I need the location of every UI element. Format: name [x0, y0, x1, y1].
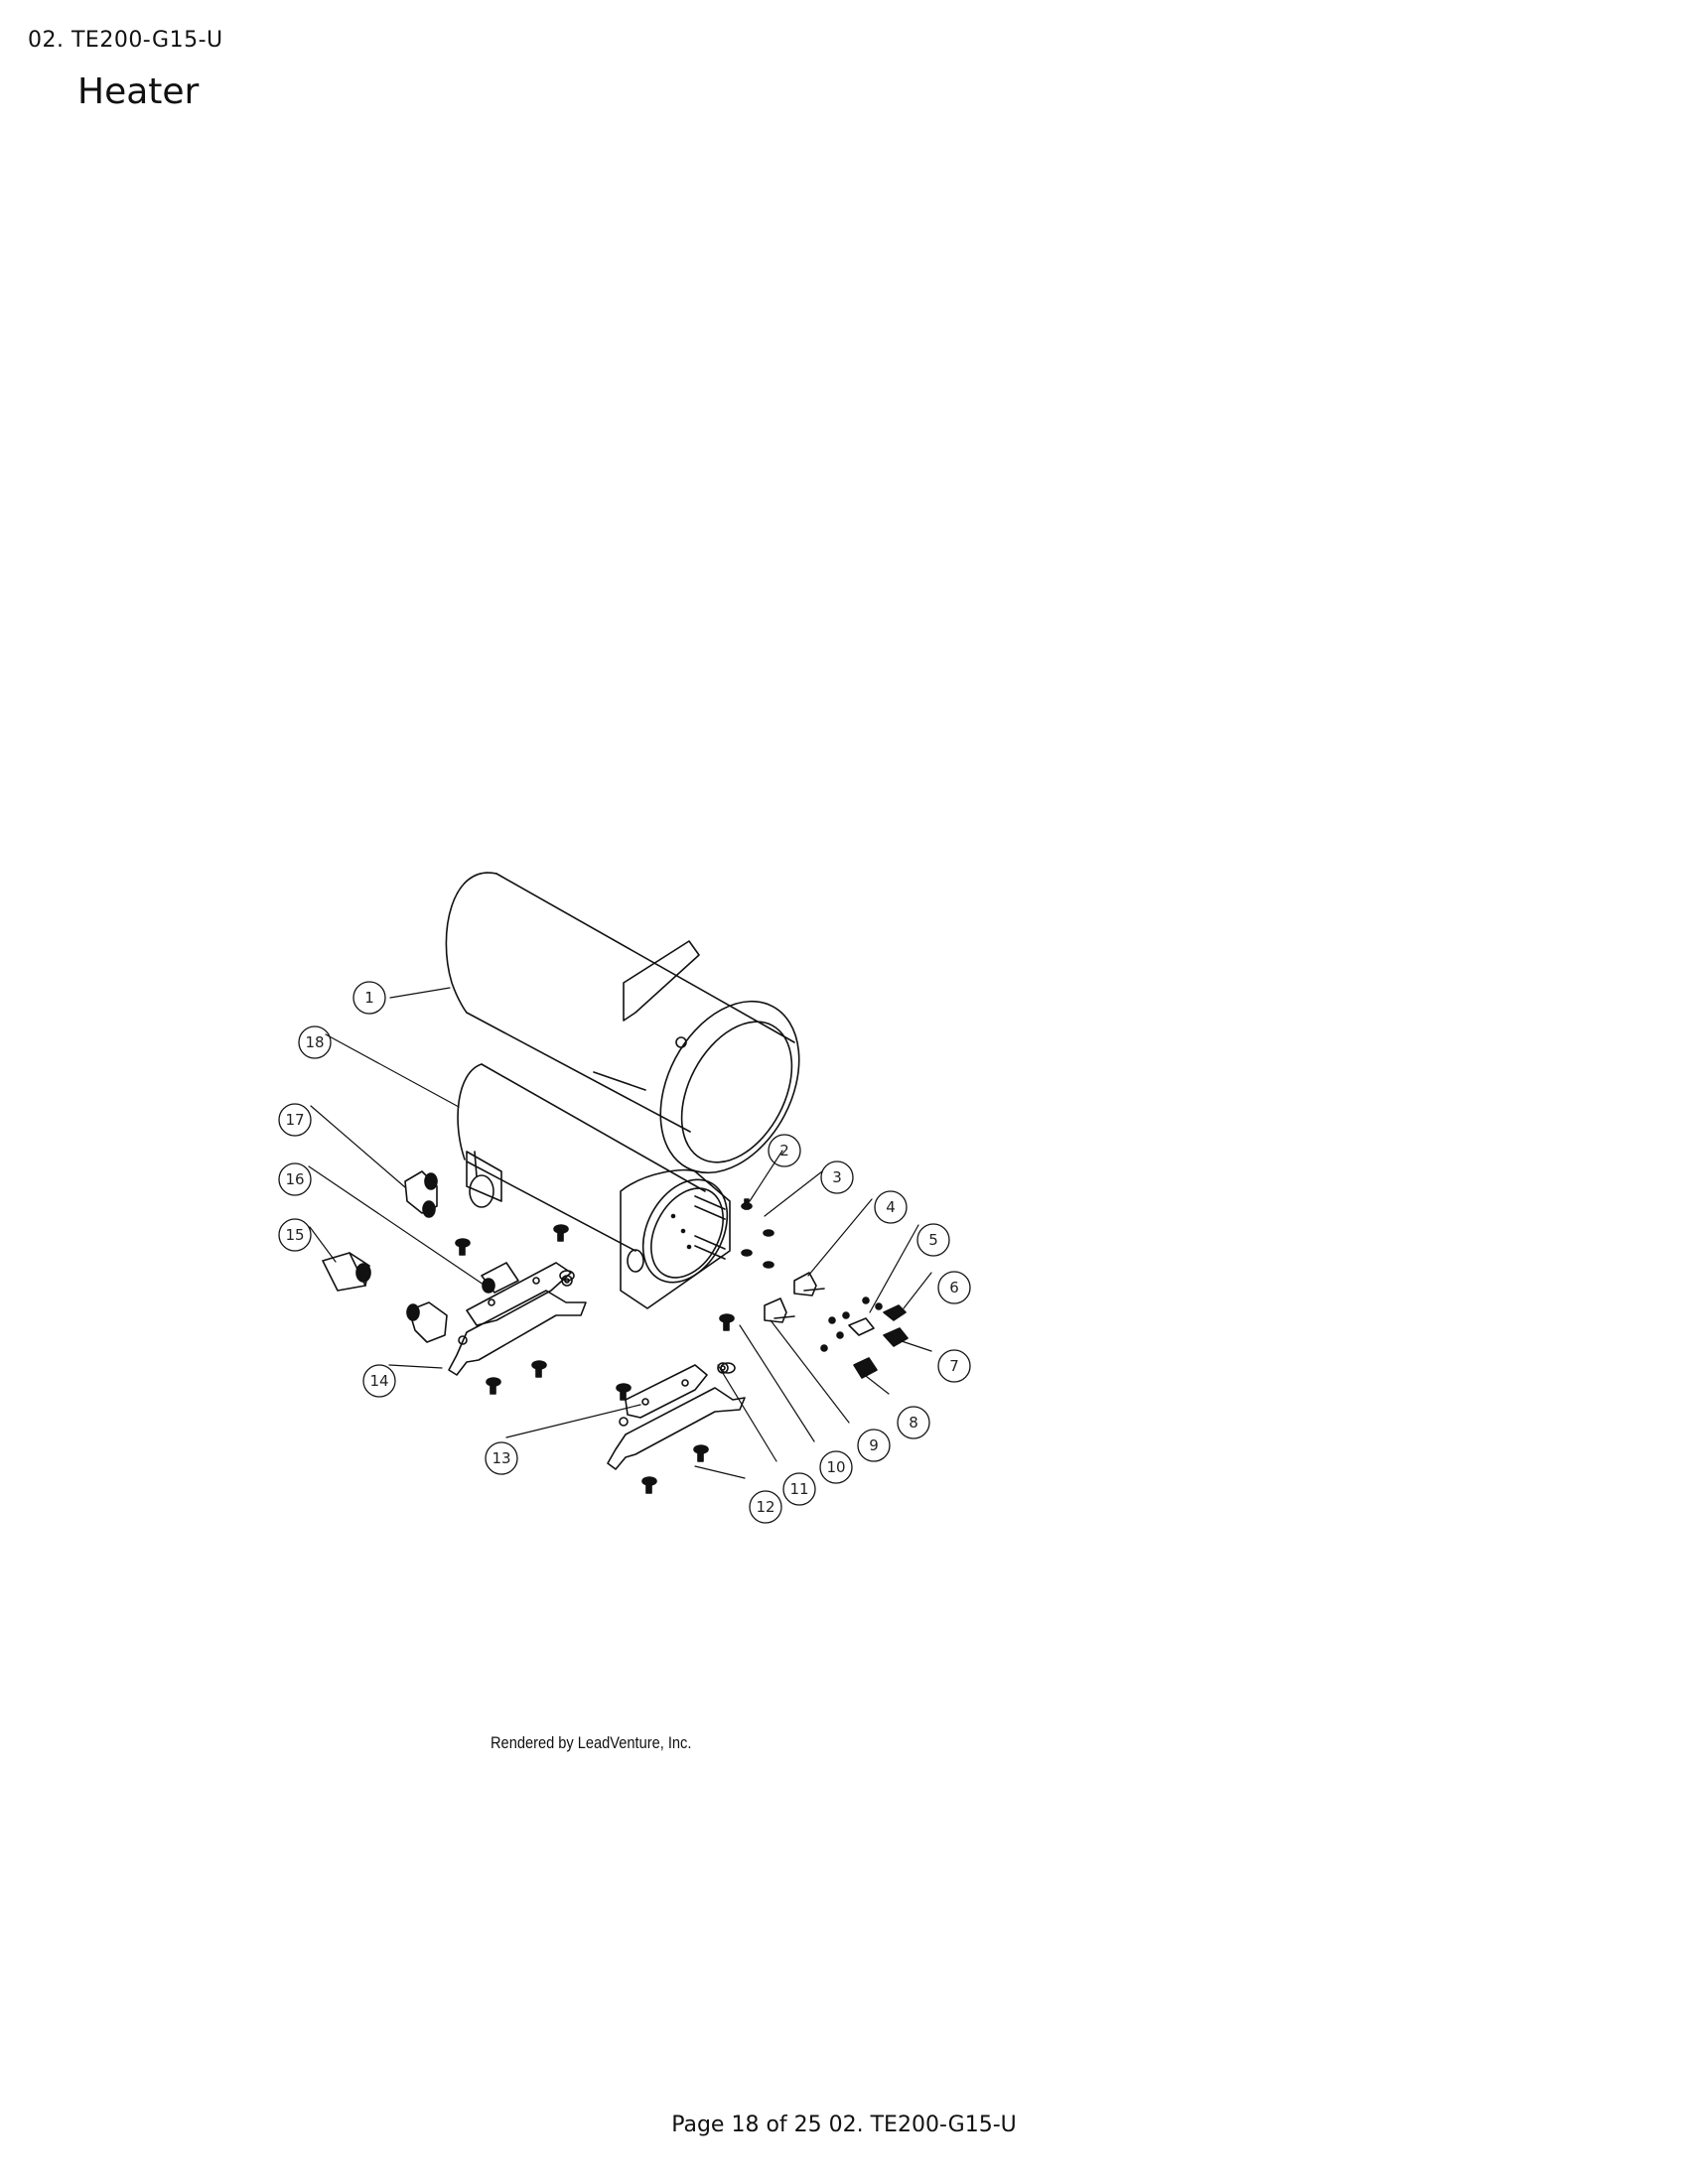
callout-circle-1	[352, 981, 386, 1015]
callout-circle-18	[298, 1025, 332, 1059]
callout-label: 18	[305, 1033, 324, 1051]
document-code: 02. TE200-G15-U	[28, 28, 223, 53]
callout-circle-4	[874, 1190, 908, 1224]
callout-label: 1	[364, 989, 374, 1007]
callout-label: 17	[285, 1111, 304, 1129]
callout-label: 14	[369, 1372, 388, 1390]
callout-circle-10	[819, 1450, 853, 1484]
page-footer: Page 18 of 25 02. TE200-G15-U	[671, 2113, 1017, 2137]
callout-label: 6	[949, 1279, 959, 1297]
callout-label: 15	[285, 1226, 304, 1244]
callout-label: 3	[832, 1168, 842, 1186]
callout-labels: 1 2 3 4 5 6 7 8 9 10 11 12 13 14 15 16 1…	[285, 989, 958, 1516]
part-4-clip	[793, 1272, 825, 1297]
callout-circle-9	[857, 1429, 891, 1462]
callout-circle-11	[782, 1472, 816, 1506]
part-8-terminal	[853, 1357, 878, 1379]
part-9-clip	[764, 1297, 795, 1323]
callout-label: 8	[909, 1414, 918, 1432]
callout-circle-14	[362, 1364, 396, 1398]
callout-circle-2	[768, 1134, 801, 1167]
part-5-element	[848, 1317, 875, 1336]
callout-label: 7	[949, 1357, 959, 1375]
callout-label: 12	[756, 1498, 774, 1516]
callout-label: 11	[789, 1480, 808, 1498]
callout-circle-17	[278, 1103, 312, 1137]
callout-circles	[278, 981, 971, 1524]
callout-circle-15	[278, 1218, 312, 1252]
part-17-elbow	[404, 1170, 438, 1218]
part-16-adapter	[481, 1262, 519, 1294]
part-7-terminal	[883, 1327, 909, 1347]
callout-circle-3	[820, 1160, 854, 1194]
callout-label: 4	[886, 1198, 896, 1216]
callout-label: 13	[492, 1449, 510, 1467]
part-13-bracket	[607, 1362, 746, 1470]
callout-circle-8	[897, 1406, 930, 1439]
callout-circle-7	[937, 1349, 971, 1383]
hardware-washers	[559, 1270, 736, 1374]
callout-circle-16	[278, 1162, 312, 1196]
part-outer-jacket	[445, 872, 800, 1174]
part-elbow-lower	[406, 1301, 448, 1343]
callout-label: 2	[779, 1142, 789, 1160]
callout-circle-5	[916, 1223, 950, 1257]
callout-label: 9	[869, 1436, 879, 1454]
rendered-by-credit: Rendered by LeadVenture, Inc.	[491, 1733, 692, 1752]
page-title: Heater	[77, 71, 200, 112]
callout-circle-13	[485, 1441, 518, 1475]
part-inner-tank	[457, 1063, 731, 1309]
part-15-coupler	[322, 1252, 371, 1292]
leader-lines	[308, 987, 932, 1479]
hardware-screws	[455, 1198, 883, 1494]
callout-label: 16	[285, 1170, 304, 1188]
callout-circle-12	[749, 1490, 782, 1524]
callout-label: 10	[826, 1458, 845, 1476]
part-6-terminal	[883, 1304, 907, 1321]
callout-label: 5	[928, 1231, 938, 1249]
callout-circle-6	[937, 1271, 971, 1304]
